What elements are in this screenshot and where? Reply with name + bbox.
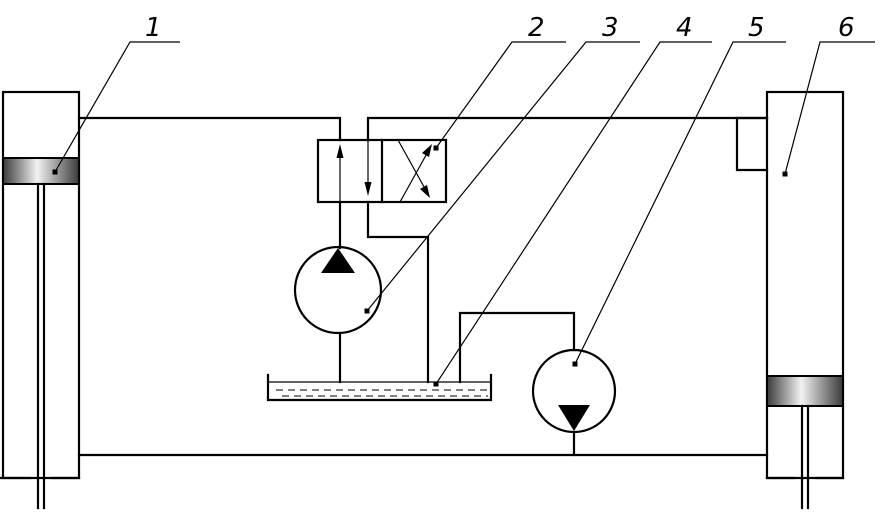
tank — [266, 373, 493, 402]
label-2: 2 — [528, 13, 545, 43]
left-cylinder-body — [1, 90, 81, 480]
label-3: 3 — [602, 13, 619, 43]
pump-3 — [293, 245, 383, 335]
directional-valve — [316, 138, 448, 204]
leader-lines — [52, 41, 875, 387]
pipelines — [77, 116, 769, 457]
right-cylinder-body — [765, 90, 845, 480]
right-port-bracket — [735, 116, 769, 172]
left-cylinder — [0, 90, 81, 510]
right-piston — [766, 375, 844, 407]
label-6: 6 — [838, 13, 855, 43]
label-4: 4 — [676, 13, 693, 43]
pump-3-arrow — [321, 248, 355, 273]
label-1: 1 — [145, 13, 162, 43]
pump-5-arrow — [558, 405, 590, 431]
left-piston — [2, 157, 80, 185]
right-cylinder — [735, 90, 845, 510]
pump-5 — [531, 348, 617, 434]
part-labels: 1 2 3 4 5 6 — [145, 13, 855, 43]
label-5: 5 — [748, 13, 765, 43]
